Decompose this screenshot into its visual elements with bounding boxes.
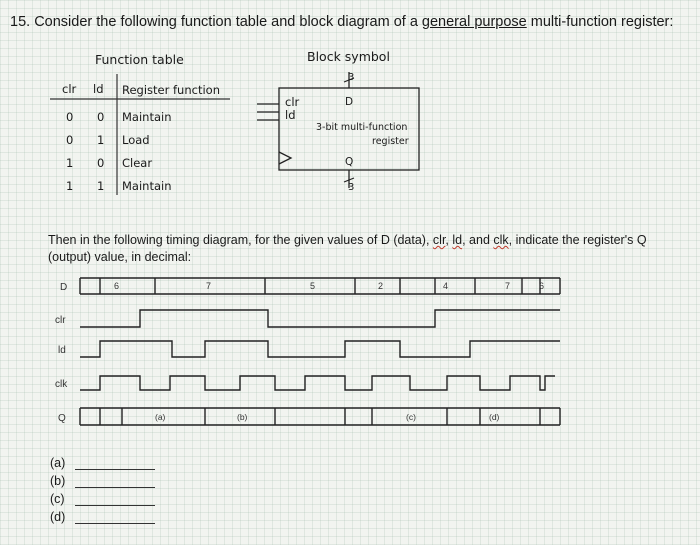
answer-label-d: (d) — [50, 510, 66, 524]
answer-line-a[interactable] — [75, 469, 155, 470]
timing-diagram: D clr ld clk Q 6 7 5 2 4 7 6 (a) (b) (c)… — [55, 277, 561, 426]
block-symbol-title: Block symbol — [307, 49, 390, 64]
block-symbol-diagram — [257, 72, 420, 188]
q-marker: (c) — [406, 412, 416, 422]
answer-label-b: (b) — [50, 474, 66, 488]
answer-line-c[interactable] — [75, 505, 155, 506]
question-text-after: multi-function register: — [526, 14, 674, 30]
table-cell: Maintain — [122, 110, 172, 124]
q-marker: (b) — [237, 412, 248, 422]
signal-label-d: D — [60, 282, 67, 293]
block-body-line1: 3-bit multi-function — [316, 122, 408, 133]
answer-line-b[interactable] — [75, 487, 155, 488]
table-cell: 1 — [97, 133, 105, 147]
instructions-sep: , — [445, 233, 453, 247]
table-cell: 0 — [97, 156, 105, 170]
function-table-header-function: Register function — [122, 83, 220, 97]
instructions-sep: , and — [462, 233, 494, 247]
bus-width-bottom: 3 — [348, 182, 355, 193]
d-value: 7 — [505, 281, 510, 291]
answer-line-d[interactable] — [75, 523, 155, 524]
table-cell: 0 — [66, 110, 74, 124]
d-value: 4 — [443, 281, 448, 291]
block-output-q: Q — [345, 156, 354, 168]
function-table-header-clr: clr — [62, 82, 77, 96]
block-input-clr: clr — [285, 95, 300, 109]
bus-width-top: 3 — [348, 72, 355, 83]
function-table-title: Function table — [95, 52, 184, 67]
d-value: 2 — [378, 281, 383, 291]
table-cell: 0 — [97, 110, 105, 124]
q-marker: (a) — [155, 412, 166, 422]
table-cell: 1 — [66, 156, 74, 170]
instructions-text2: , indicate the register's Q (output) val… — [48, 233, 647, 264]
d-value: 6 — [539, 281, 544, 291]
d-value: 6 — [114, 281, 119, 291]
question-text-before: Consider the following function table an… — [34, 14, 422, 30]
question-underlined: general purpose — [421, 14, 527, 30]
block-input-ld: ld — [285, 108, 296, 122]
d-value: 5 — [310, 281, 315, 291]
signal-label-clr: clr — [55, 315, 66, 326]
question-number: 15. — [10, 14, 31, 30]
function-table-header-ld: ld — [93, 82, 104, 96]
table-cell: Maintain — [122, 179, 172, 193]
signal-label-clk: clk — [55, 379, 68, 390]
signal-label-q: Q — [58, 413, 66, 424]
table-cell: 0 — [66, 133, 74, 147]
question-title: 15. Consider the following function tabl… — [10, 14, 673, 30]
table-cell: Load — [122, 133, 150, 147]
instructions-clr: clr — [432, 233, 446, 247]
q-marker: (d) — [489, 412, 500, 422]
instructions-clk: clk — [493, 233, 509, 247]
table-cell: 1 — [97, 179, 105, 193]
block-input-d: D — [345, 96, 354, 108]
block-body-line2: register — [372, 136, 409, 147]
d-value: 7 — [206, 281, 211, 291]
signal-label-ld: ld — [58, 345, 66, 356]
instructions-text1: Then in the following timing diagram, fo… — [48, 233, 433, 247]
answer-label-c: (c) — [50, 492, 65, 506]
instructions-ld: ld — [452, 233, 463, 247]
function-table — [50, 74, 230, 195]
timing-instructions: Then in the following timing diagram, fo… — [48, 232, 688, 266]
table-cell: Clear — [122, 156, 153, 170]
answer-label-a: (a) — [50, 456, 66, 470]
table-cell: 1 — [66, 179, 74, 193]
